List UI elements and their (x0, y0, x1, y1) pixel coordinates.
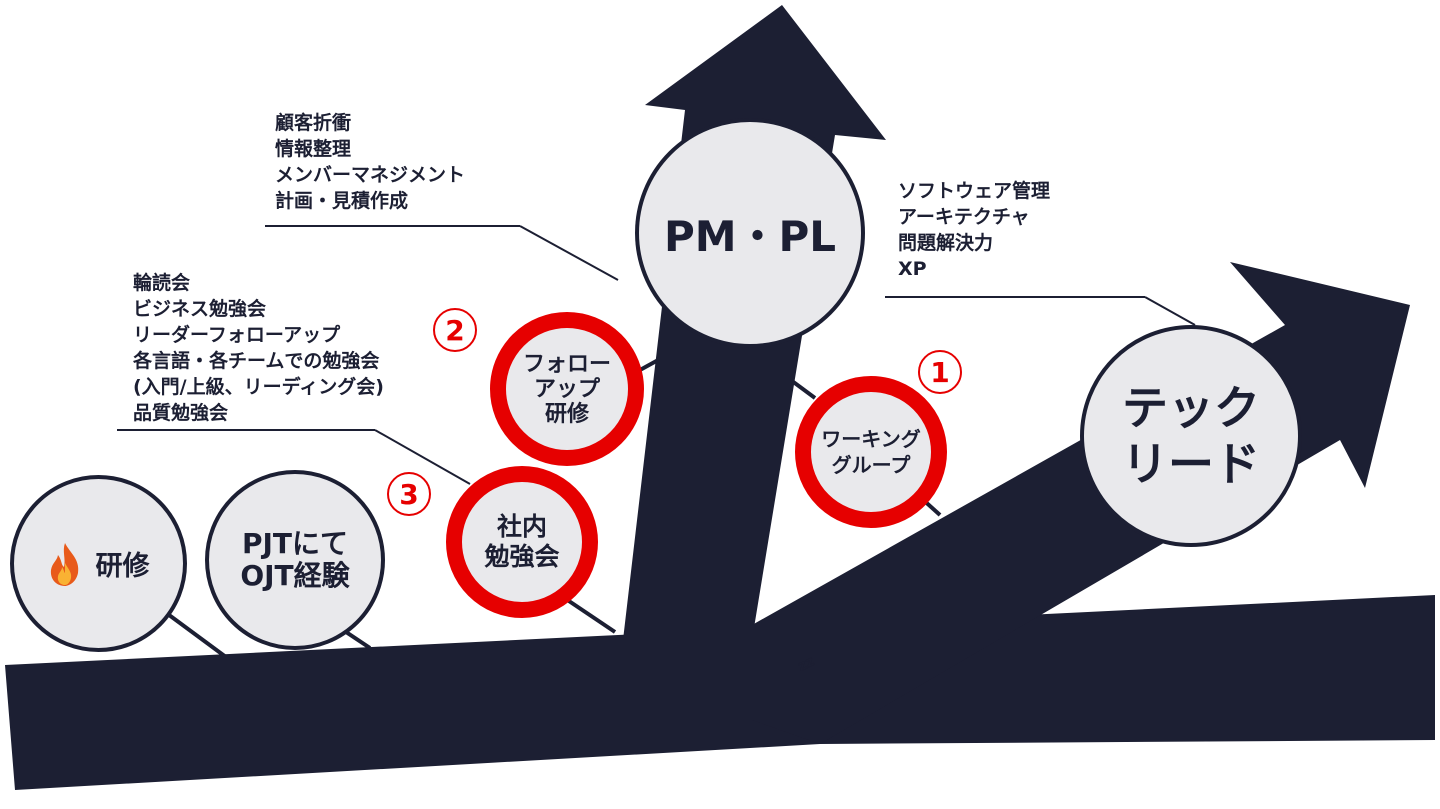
training-label: 研修 (95, 551, 150, 582)
followup-training-node: フォロー アップ 研修 (490, 312, 644, 466)
study-topic-item: 各言語・各チームでの勉強会 (133, 350, 380, 372)
link-line (163, 610, 232, 662)
ojt-label-line: OJT経験 (240, 559, 350, 592)
techlead-label-line: リード (1122, 437, 1260, 491)
followup-label-line: アップ (533, 376, 600, 402)
study-label-line: 勉強会 (484, 542, 560, 571)
followup-label-line: フォロー (522, 351, 611, 377)
ojt-node: PJTにて OJT経験 (205, 470, 385, 650)
tech-lead-node: テック リード (1080, 325, 1302, 547)
followup-label-line: 研修 (544, 401, 589, 427)
study-label-line: 社内 (496, 512, 547, 541)
pm-skill-item: 顧客折衝 (275, 112, 352, 134)
study-topic-item: リーダーフォローアップ (133, 324, 341, 346)
tech-skills-list: ソフトウェア管理 アーキテクチャ 問題解決力 XP (898, 178, 1050, 282)
study-topic-item: 品質勉強会 (133, 402, 229, 424)
ojt-label-line: PJTにて (241, 527, 349, 560)
tech-skill-item: アーキテクチャ (898, 206, 1030, 228)
pm-skill-item: 情報整理 (275, 138, 352, 160)
study-topic-item: (入門/上級、リーディング会) (133, 376, 384, 398)
working-label-line: グループ (831, 453, 911, 477)
flame-icon (50, 542, 78, 586)
study-topic-item: 輪読会 (133, 272, 191, 294)
study-topics-list: 輪読会 ビジネス勉強会 リーダーフォローアップ 各言語・各チームでの勉強会 (入… (133, 270, 384, 426)
connector-line (374, 429, 471, 485)
internal-study-node: 社内 勉強会 (446, 466, 598, 618)
step-number-badge: 2 (433, 308, 477, 352)
pm-skill-item: メンバーマネジメント (275, 164, 466, 186)
pm-pl-label: PM・PL (663, 211, 837, 261)
working-label-line: ワーキング (821, 427, 921, 451)
pm-pl-node: PM・PL (635, 118, 865, 348)
training-node: 研修 (10, 475, 187, 652)
main-arrow-body (5, 595, 1435, 790)
step-number-badge: 3 (387, 472, 431, 516)
working-group-node: ワーキング グループ (795, 376, 947, 528)
step-number-badge: 1 (918, 350, 962, 394)
pm-skill-item: 計画・見積作成 (275, 190, 409, 212)
tech-skill-item: XP (898, 258, 927, 280)
tech-skill-item: 問題解決力 (898, 232, 994, 254)
connector-line (519, 225, 619, 281)
tech-skill-item: ソフトウェア管理 (898, 180, 1051, 202)
techlead-label-line: テック (1122, 381, 1260, 435)
connector-line (1144, 296, 1196, 326)
study-topic-item: ビジネス勉強会 (133, 298, 267, 320)
pm-skills-list: 顧客折衝 情報整理 メンバーマネジメント 計画・見積作成 (275, 110, 465, 214)
